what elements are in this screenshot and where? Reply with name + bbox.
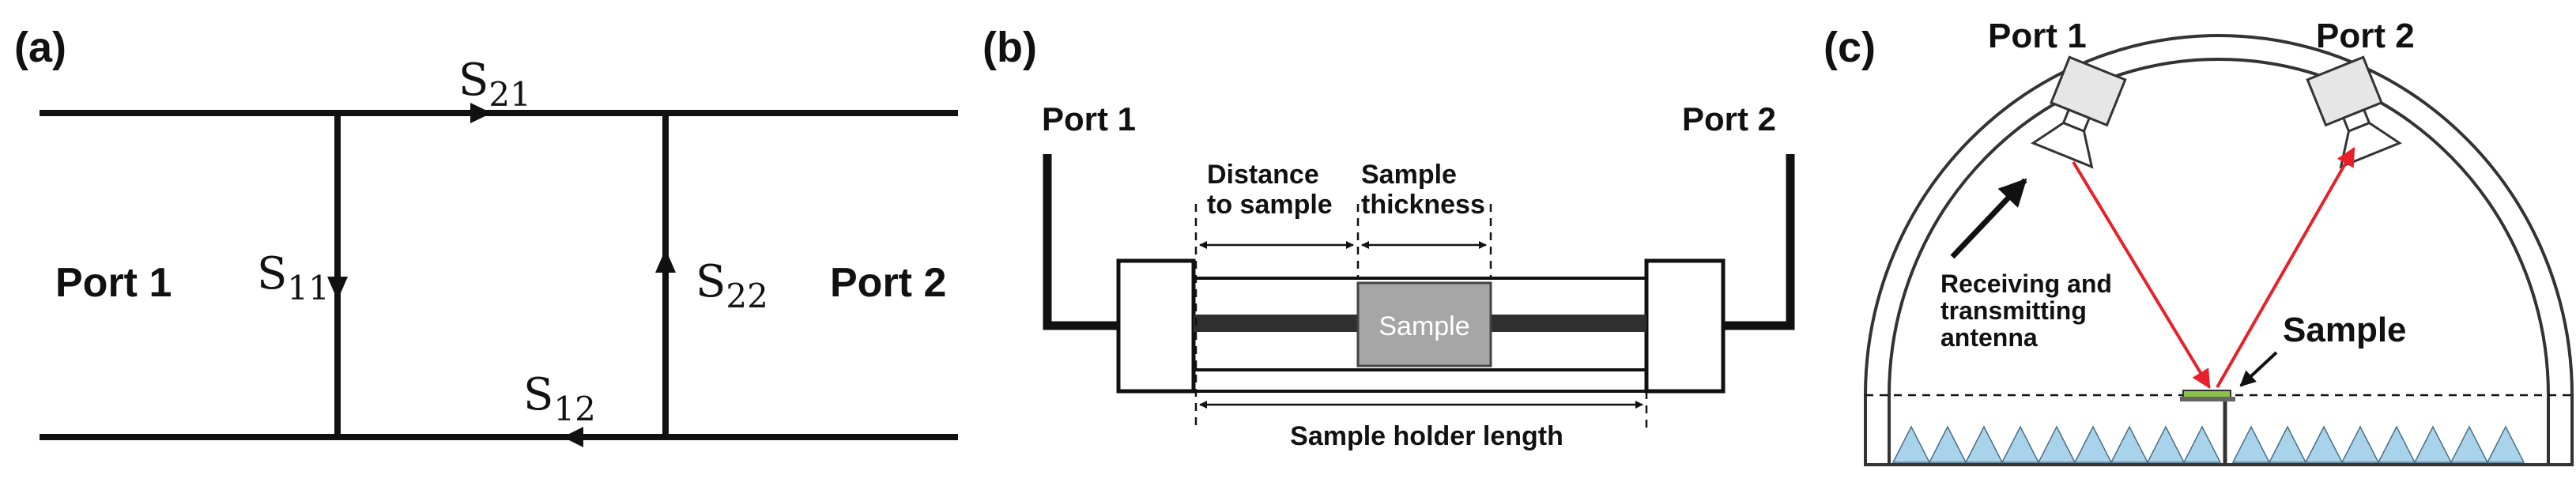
- absorber-pyramid: [1891, 425, 1931, 463]
- absorber-pyramid: [1964, 425, 2004, 463]
- port1-connector-box: [2050, 55, 2127, 127]
- panel-a-port2-label: Port 2: [830, 260, 946, 306]
- s12-label: S12: [523, 369, 596, 428]
- s11-label: S11: [257, 248, 330, 307]
- incident-beam: [2072, 160, 2211, 390]
- arch-inner: [1888, 58, 2550, 466]
- panel-c-port1-label: Port 1: [1988, 17, 2087, 55]
- panel-a-port1-label: Port 1: [55, 260, 172, 306]
- s22-arrow-icon: [655, 249, 676, 273]
- s22-label: S22: [696, 256, 768, 315]
- absorber-pyramid: [2037, 425, 2076, 463]
- port2-horn-antenna: [2306, 55, 2403, 169]
- s11-arrow-icon: [327, 277, 348, 300]
- antenna-label-line3: antenna: [1940, 323, 2038, 352]
- panel-b: (b) Port 1 Port 2 Sample Distance to sam…: [983, 24, 1795, 451]
- s21-label: S21: [458, 55, 531, 114]
- absorber-pyramid: [2413, 425, 2453, 463]
- s21-arrow-icon: [470, 103, 492, 123]
- absorber-pyramid: [2268, 425, 2307, 463]
- left-flange: [1116, 258, 1196, 394]
- port1-lead-line: [1043, 154, 1118, 330]
- distance-label-line2: to sample: [1207, 190, 1333, 220]
- panel-a-letter: (a): [14, 24, 66, 71]
- absorber-pyramid: [1928, 425, 1967, 463]
- antenna-label-line2: transmitting: [1940, 296, 2087, 325]
- port1-horn-flare: [2030, 121, 2094, 169]
- absorber-pyramid: [2450, 425, 2489, 463]
- absorber-pyramid: [2182, 425, 2222, 463]
- panel-c: (c) Port 1 Port 2: [1824, 17, 2574, 466]
- absorber-pyramid: [2377, 425, 2416, 463]
- absorber-pyramid: [2340, 425, 2380, 463]
- arch-outer: [1864, 34, 2574, 466]
- port2-connector-box: [2306, 55, 2383, 127]
- panel-c-letter: (c): [1824, 24, 1876, 71]
- panel-b-port1-label: Port 1: [1042, 100, 1136, 138]
- absorber-pyramid: [2001, 425, 2040, 463]
- holder-length-label: Sample holder length: [1290, 421, 1563, 451]
- absorber-pyramid: [2486, 425, 2525, 463]
- sample-platform: [2180, 397, 2235, 401]
- thickness-label-line1: Sample: [1361, 160, 1457, 190]
- antenna-pointer-arrow: [1950, 178, 2027, 259]
- sample-box: [1356, 281, 1492, 368]
- panel-c-port2-label: Port 2: [2316, 17, 2415, 55]
- absorber-pyramid: [2073, 425, 2113, 463]
- absorber-pyramid: [2110, 425, 2149, 463]
- panel-b-letter: (b): [983, 24, 1037, 71]
- thickness-label-line2: thickness: [1361, 190, 1485, 220]
- panel-b-port2-label: Port 2: [1682, 100, 1776, 138]
- port1-horn-antenna: [2030, 55, 2127, 169]
- absorber-pyramid: [2146, 425, 2186, 463]
- distance-label-line1: Distance: [1207, 160, 1319, 190]
- right-flange: [1644, 258, 1726, 394]
- absorber-pyramid: [2304, 425, 2344, 463]
- absorber-pyramid: [2231, 425, 2271, 463]
- reflected-beam: [2216, 146, 2355, 388]
- sample-pointer-arrow: [2239, 351, 2278, 387]
- panel-a: (a) Port 1 Port 2 S21 S11 S22 S12: [14, 24, 958, 447]
- absorber-pyramids: [1891, 425, 2525, 463]
- antenna-label-line1: Receiving and: [1940, 270, 2112, 298]
- panel-c-sample-label: Sample: [2283, 311, 2407, 349]
- s12-arrow-icon: [563, 427, 583, 447]
- sample-box-label: Sample: [1379, 311, 1469, 341]
- port2-lead-line: [1723, 154, 1795, 330]
